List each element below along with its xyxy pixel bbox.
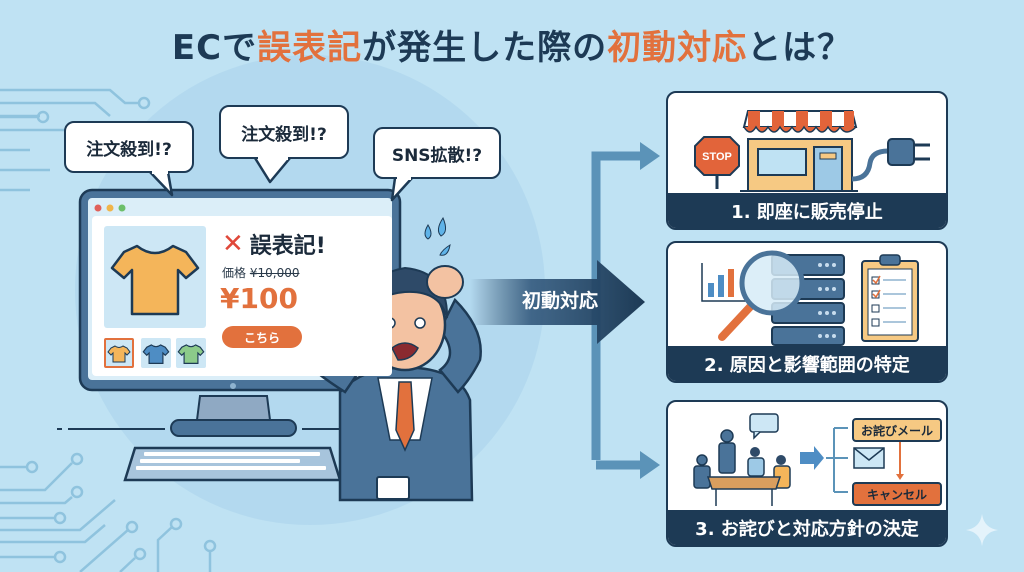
new-price: ¥100 — [220, 282, 298, 315]
magnifier-icon — [718, 250, 805, 341]
cancel-option: キャンセル — [852, 482, 942, 506]
step-card-apology-policy: お詫びメール キャンセル 3. お詫びと対応方針の決定 — [666, 400, 948, 547]
step2-label: 2. 原因と影響範囲の特定 — [668, 346, 946, 381]
apology-email-option: お詫びメール — [852, 418, 942, 442]
price-label: 価格 ¥10,000 — [222, 264, 299, 281]
title-highlight-response: 初動対応 — [607, 28, 748, 68]
title-text: とは？ — [747, 28, 853, 68]
speech-bubble-orders: 注文殺到!? — [64, 121, 194, 173]
error-text: 誤表記! — [249, 234, 326, 259]
title-text: が発生した際の — [362, 28, 608, 68]
bubble-text: SNS拡散!? — [391, 145, 483, 166]
circuit-lines-icon — [0, 88, 151, 192]
envelope-icon — [853, 447, 885, 469]
power-plug-icon — [851, 138, 930, 182]
title-text: ECで — [171, 28, 258, 68]
thumbnail-blue-shirt[interactable] — [141, 338, 171, 368]
x-mark-icon: ✕ — [222, 229, 244, 259]
product-image — [104, 226, 206, 328]
svg-text:STOP: STOP — [702, 151, 732, 163]
thumbnail-green-shirt[interactable] — [176, 338, 206, 368]
arrow-icon — [800, 446, 824, 470]
bubble-text: 注文殺到!? — [241, 124, 327, 145]
step-card-stop-sales: STOP — [666, 91, 948, 230]
step2-illustration — [701, 250, 919, 346]
shop-icon — [740, 110, 858, 192]
tshirt-icon — [110, 244, 200, 316]
step3-illustration — [693, 413, 904, 506]
title-highlight-error: 誤表記 — [257, 28, 363, 68]
checklist-icon — [861, 254, 919, 342]
meeting-icon — [693, 413, 791, 506]
old-price: ¥10,000 — [249, 266, 300, 280]
step-card-identify-cause: 2. 原因と影響範囲の特定 — [666, 241, 948, 383]
tshirt-icon — [142, 344, 170, 364]
tshirt-icon — [107, 345, 131, 363]
step1-label: 1. 即座に販売停止 — [668, 193, 946, 228]
stop-sign-icon: STOP — [694, 136, 740, 189]
sparkle-icon — [966, 514, 998, 546]
bubble-text: 注文殺到!? — [86, 139, 172, 160]
product-page-screen: ✕ 誤表記! 価格 ¥10,000 ¥100 こちら — [92, 216, 392, 376]
error-label: ✕ 誤表記! — [222, 228, 326, 260]
cta-button[interactable]: こちら — [222, 326, 302, 348]
price-caption: 価格 — [222, 266, 247, 280]
step3-label: 3. お詫びと対応方針の決定 — [668, 510, 946, 545]
tshirt-icon — [177, 344, 205, 364]
main-arrow-label: 初動対応 — [521, 290, 598, 312]
page-title: ECで誤表記が発生した際の初動対応とは？ — [0, 20, 1024, 69]
speech-bubble-sns: SNS拡散!? — [373, 127, 501, 179]
step1-illustration: STOP — [694, 110, 930, 192]
thumbnail-yellow-shirt[interactable] — [104, 338, 134, 368]
bar-chart-icon — [701, 263, 746, 302]
